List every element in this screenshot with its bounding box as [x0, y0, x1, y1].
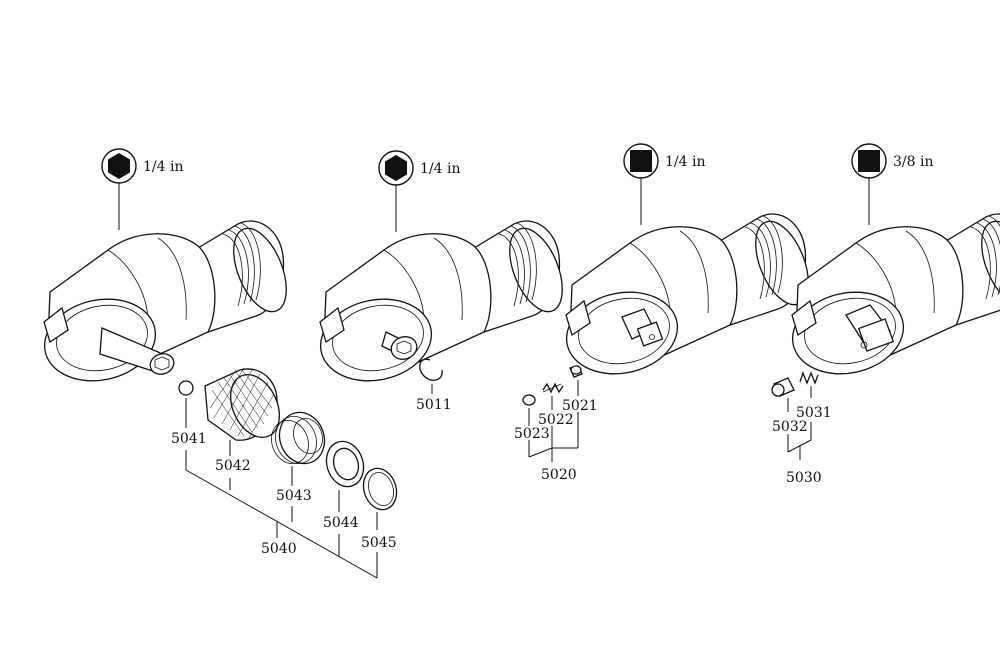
hexagon-icon [385, 155, 407, 181]
part-number-5032: 5032 [772, 419, 808, 435]
part-number-5020: 5020 [541, 467, 577, 483]
hexagon-icon [108, 153, 130, 179]
detent-5021 [569, 365, 583, 378]
part-number-5021: 5021 [562, 398, 598, 414]
square-icon [630, 150, 652, 172]
drive-header-2: 1/4 in [378, 150, 460, 232]
drive-header-1: 1/4 in [101, 148, 183, 230]
drive-header-3: 1/4 in [623, 143, 705, 225]
part-number-5043: 5043 [276, 488, 312, 504]
part-number-5042: 5042 [215, 458, 251, 474]
angle-head-body [558, 213, 820, 385]
spring-5043 [271, 411, 326, 465]
retaining-ring-5045 [362, 467, 398, 511]
part-number-5045: 5045 [361, 535, 397, 551]
drive-size-label: 1/4 in [665, 154, 705, 170]
angle-head-body [784, 213, 1000, 385]
spring-5022 [542, 382, 564, 394]
plunger-5023 [522, 394, 536, 406]
part-number-5011: 5011 [416, 397, 452, 413]
part-number-5023: 5023 [514, 426, 550, 442]
assembly-square-quarter: 1/4 in 5023 5022 5021 50 [514, 143, 820, 483]
assembly-square-three-eighths: 3/8 in 5031 5032 5030 [771, 143, 1000, 486]
spring-5031 [799, 371, 819, 385]
plunger-5032 [771, 377, 795, 397]
drive-size-label: 1/4 in [420, 161, 460, 177]
assembly-hex-short: 1/4 in 5011 [312, 150, 574, 413]
part-number-5031: 5031 [796, 405, 832, 421]
washer-5044 [325, 440, 365, 488]
part-number-5030: 5030 [786, 470, 822, 486]
knurled-sleeve-5042 [204, 367, 280, 441]
assembly-hex-quick-change: 1/4 in [36, 148, 398, 579]
drive-header-4: 3/8 in [851, 143, 933, 225]
ball-5041 [178, 380, 194, 396]
angle-head-body [36, 220, 298, 392]
part-number-5040: 5040 [261, 541, 297, 557]
retaining-ring-5011 [419, 358, 443, 381]
drive-size-label: 1/4 in [143, 159, 183, 175]
drive-size-label: 3/8 in [893, 154, 933, 170]
part-number-5041: 5041 [171, 431, 207, 447]
angle-head-body [312, 220, 574, 392]
part-number-5022: 5022 [538, 412, 574, 428]
square-icon [858, 150, 880, 172]
part-number-5044: 5044 [323, 515, 359, 531]
